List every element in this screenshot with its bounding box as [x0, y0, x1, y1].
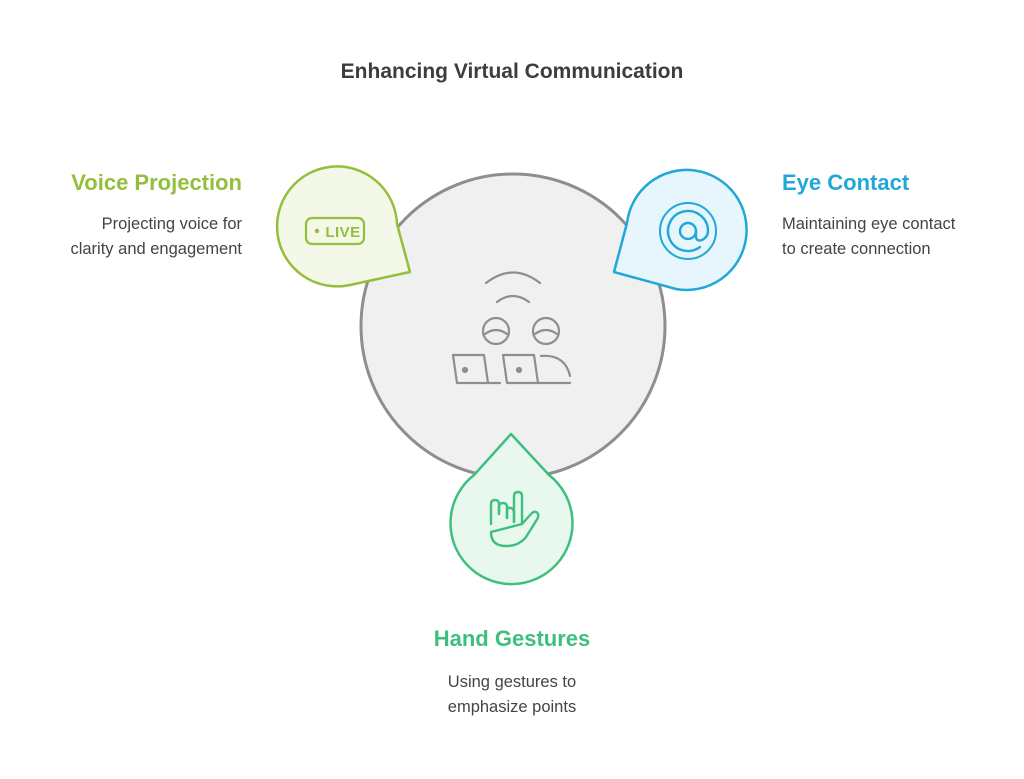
eye-contact-description-line: Maintaining eye contact	[782, 215, 956, 233]
voice-projection-description: Projecting voice for clarity and engagem…	[20, 212, 242, 262]
live-badge-icon: LIVE	[304, 216, 366, 246]
eye-contact-description: Maintaining eye contact to create connec…	[782, 212, 1012, 262]
eye-contact-label: Eye Contact	[782, 170, 910, 195]
hand-gestures-description: Using gestures to emphasize points	[312, 670, 712, 720]
eye-contact-description-line: to create connection	[782, 240, 931, 258]
center-circle	[359, 172, 667, 480]
hand-gestures-label: Hand Gestures	[433, 626, 591, 651]
at-sign-icon	[659, 202, 717, 260]
video-call-people-icon	[451, 271, 572, 385]
voice-projection-description-line: clarity and engagement	[70, 240, 242, 258]
hand-gestures-description-line: emphasize points	[447, 698, 577, 716]
voice-projection-description-line: Projecting voice for	[101, 215, 242, 233]
voice-projection-pin: LIVE	[275, 165, 412, 288]
diagram-title: Enhancing Virtual Communication	[340, 60, 684, 83]
hand-gestures-description-line: Using gestures to	[447, 673, 577, 691]
voice-projection-label: Voice Projection	[71, 170, 242, 195]
hand-gesture-icon	[489, 490, 540, 548]
hand-gestures-pin	[449, 432, 574, 586]
eye-contact-pin	[612, 168, 748, 292]
live-badge-text: LIVE	[325, 224, 360, 241]
